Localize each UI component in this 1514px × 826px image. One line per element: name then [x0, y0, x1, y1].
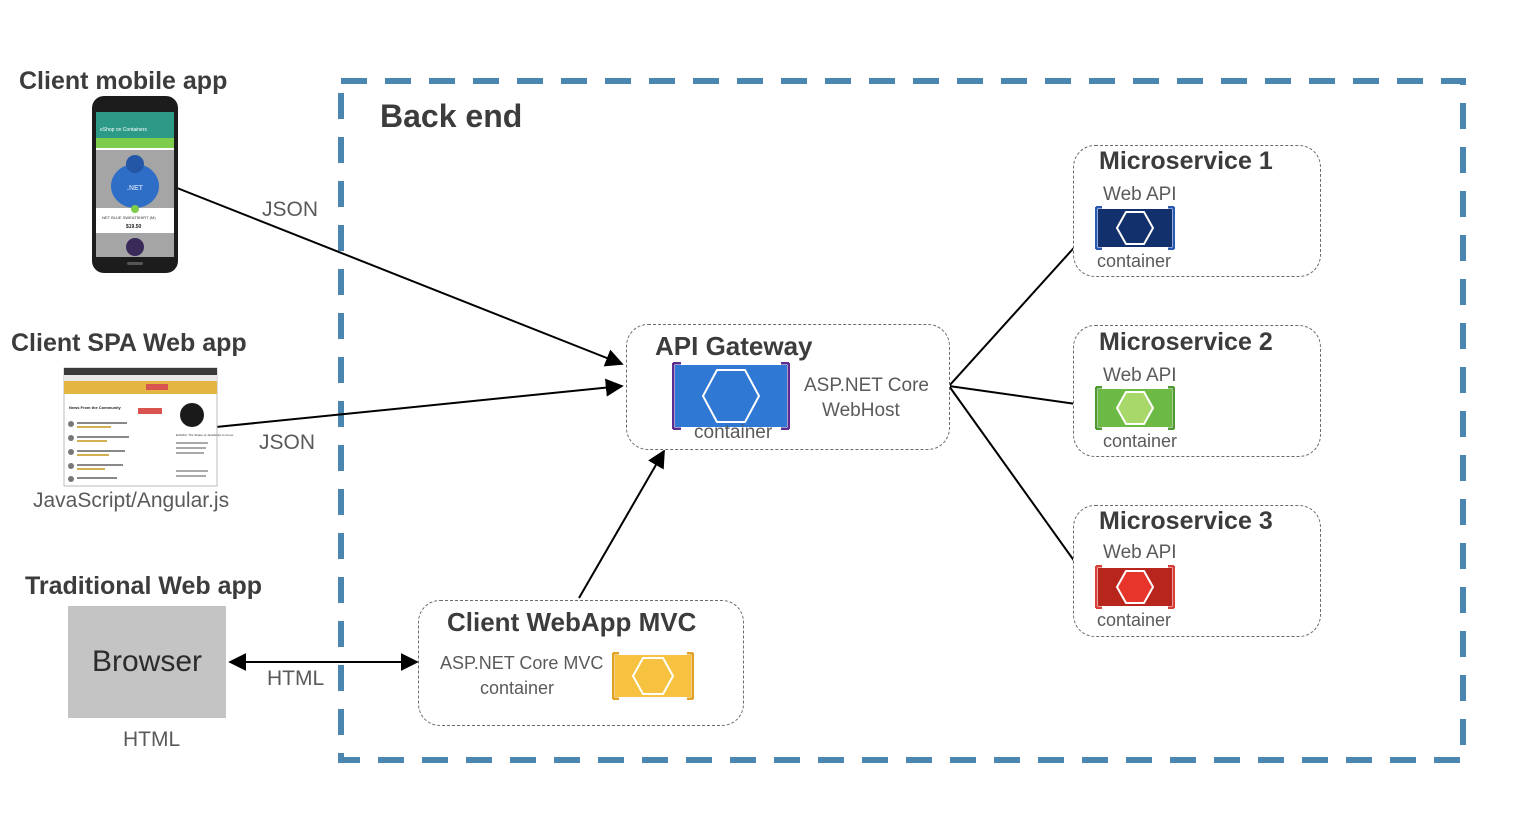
- client-traditional-caption: HTML: [123, 728, 181, 751]
- microservice-3-container: container: [1097, 610, 1172, 630]
- mvc-line1: ASP.NET Core MVC: [440, 653, 604, 673]
- spa-heading: News From the Community: [69, 405, 122, 410]
- edge-spa-to-gateway: [215, 378, 624, 428]
- microservice-3-title: Microservice 3: [1099, 507, 1273, 535]
- spa-sidebar-title: ECMAS: The Shape of JavaScript to Come: [176, 433, 234, 437]
- microservice-3-container-icon: [1095, 565, 1175, 609]
- edge-mobile-to-gateway: [171, 185, 624, 367]
- microservice-2-title: Microservice 2: [1099, 328, 1273, 356]
- mobile-phone-image: eShop on Containers .NET .NET BLUE SWEAT…: [92, 96, 178, 273]
- microservice-1-container: container: [1097, 251, 1172, 271]
- client-mobile-title: Client mobile app: [19, 67, 228, 95]
- mvc-line2: container: [480, 678, 555, 698]
- api-gateway-title: API Gateway: [655, 331, 813, 361]
- edge-label-browser-html: HTML: [267, 667, 325, 690]
- gateway-container-icon: [672, 362, 790, 430]
- microservice-1-title: Microservice 1: [1099, 147, 1273, 175]
- gateway-host-line1: ASP.NET Core: [804, 375, 929, 396]
- microservice-2-container: container: [1103, 431, 1178, 451]
- edge-mvc-to-gateway: [578, 449, 665, 599]
- edge-label-mobile-json: JSON: [262, 198, 319, 221]
- microservice-1-api: Web API: [1103, 184, 1177, 205]
- spa-screenshot-image: News From the Community ECMAS: The Shape…: [63, 367, 234, 487]
- browser-box: Browser: [68, 606, 226, 718]
- mobile-badge: .NET: [127, 185, 144, 192]
- backend-boundary: [338, 78, 1466, 763]
- mobile-product-name: .NET BLUE SWEATSHIRT (M): [101, 215, 156, 220]
- gateway-container-label: container: [694, 422, 773, 443]
- mobile-price: $19.50: [126, 224, 142, 230]
- mvc-container-icon: [612, 652, 694, 700]
- microservice-1-container-icon: [1095, 206, 1175, 250]
- mvc-title: Client WebApp MVC: [447, 607, 697, 637]
- mobile-app-title: eShop on Containers: [100, 127, 147, 133]
- backend-title: Back end: [380, 98, 523, 134]
- gateway-host-line2: WebHost: [822, 400, 900, 421]
- edge-gateway-to-ms3: [948, 385, 1092, 585]
- edge-gateway-to-ms2: [948, 385, 1092, 413]
- microservice-2-api: Web API: [1103, 365, 1177, 386]
- microservice-2-container-icon: [1095, 386, 1175, 430]
- client-traditional-title: Traditional Web app: [25, 572, 263, 600]
- edge-gateway-to-ms1: [948, 228, 1092, 387]
- client-spa-title: Client SPA Web app: [11, 329, 247, 357]
- client-spa-caption: JavaScript/Angular.js: [33, 489, 230, 512]
- microservice-3-api: Web API: [1103, 542, 1177, 563]
- edge-label-spa-json: JSON: [259, 431, 316, 454]
